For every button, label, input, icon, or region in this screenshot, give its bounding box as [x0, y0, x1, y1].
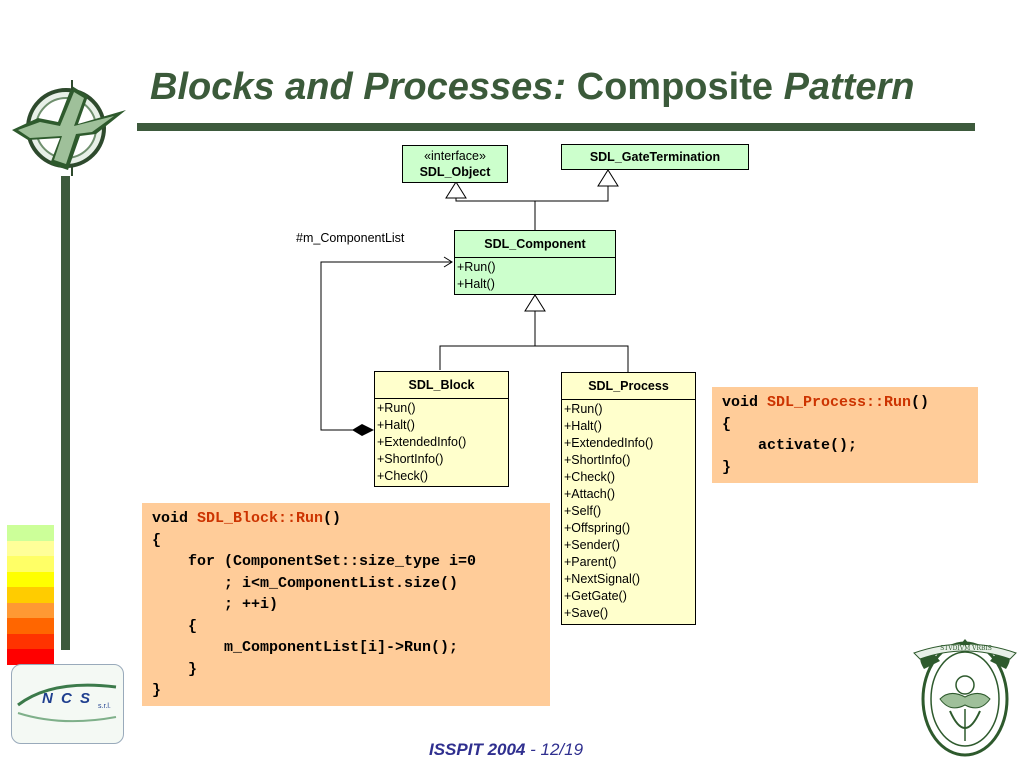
- page-total: 19: [564, 740, 584, 759]
- color-bar: [7, 602, 54, 618]
- university-seal: [913, 639, 1017, 757]
- operation-item: +Halt(): [564, 419, 602, 433]
- stereotype-label: «interface»: [424, 149, 486, 163]
- operation-item: +ShortInfo(): [377, 452, 444, 466]
- page-number: 12: [540, 740, 560, 759]
- color-bar: [7, 525, 54, 541]
- left-rule: [61, 176, 70, 650]
- operation-item: +ShortInfo(): [564, 453, 631, 467]
- color-bar: [7, 540, 54, 556]
- class-name: SDL_Process: [562, 373, 695, 400]
- operation-item: +ExtendedInfo(): [564, 436, 654, 450]
- operation-item: +Parent(): [564, 555, 617, 569]
- operation-item: +Run(): [457, 260, 496, 274]
- color-bar: [7, 556, 54, 572]
- operation-item: +Check(): [377, 469, 429, 483]
- class-name: SDL_Block: [375, 372, 508, 399]
- class-name: SDL_Component: [455, 231, 615, 258]
- ncs-letters: N C S: [42, 690, 93, 707]
- code-block-run: void SDL_Block::Run() { for (ComponentSe…: [142, 503, 550, 706]
- class-sdl-process: SDL_Process +Run() +Halt() +ExtendedInfo()…: [561, 372, 696, 625]
- color-bar: [7, 571, 54, 587]
- color-bar-stack: [7, 525, 54, 665]
- isspit-logo: [12, 80, 126, 176]
- operation-item: +Halt(): [377, 418, 415, 432]
- operation-item: +Offspring(): [564, 521, 631, 535]
- operation-item: +GetGate(): [564, 589, 627, 603]
- operations-list: +Run() +Halt(): [455, 258, 615, 294]
- operations-list: +Run() +Halt() +ExtendedInfo() +ShortInfo()…: [562, 400, 695, 623]
- inherit-arrow-object: [445, 181, 467, 199]
- class-name: SDL_GateTermination: [589, 150, 721, 164]
- operation-item: +Attach(): [564, 487, 616, 501]
- code-process-run: void SDL_Process::Run() { activate(); }: [712, 387, 978, 483]
- operation-item: +Self(): [564, 504, 602, 518]
- operation-item: +Run(): [377, 401, 416, 415]
- operation-item: +Run(): [564, 402, 603, 416]
- ncs-logo: N C S s.r.l.: [11, 664, 124, 744]
- footer-page-info: ISSPIT 2004 - 12/19: [429, 740, 584, 759]
- aggregation-diamond: [352, 424, 374, 436]
- class-name: SDL_Object: [419, 165, 491, 179]
- title-rule: [137, 123, 975, 131]
- seal-motto: STVDIVM VRBIS: [940, 645, 992, 652]
- ncs-suffix: s.r.l.: [98, 703, 111, 710]
- class-sdl-object: «interface» SDL_Object: [402, 145, 508, 183]
- association-label: #m_ComponentList: [296, 231, 405, 245]
- inherit-arrow-component: [524, 294, 546, 312]
- inherit-arrow-gate: [597, 169, 619, 187]
- color-bar: [7, 618, 54, 634]
- operation-item: +Sender(): [564, 538, 620, 552]
- class-sdl-component: SDL_Component +Run() +Halt(): [454, 230, 616, 295]
- operation-item: +Halt(): [457, 277, 495, 291]
- operation-item: +Save(): [564, 606, 609, 620]
- class-sdl-gate-termination: SDL_GateTermination: [561, 144, 749, 170]
- operations-list: +Run() +Halt() +ExtendedInfo() +ShortInfo()…: [375, 399, 508, 486]
- color-bar: [7, 633, 54, 649]
- operation-item: +NextSignal(): [564, 572, 641, 586]
- page-title: Blocks and Processes: Composite Pattern: [150, 66, 915, 108]
- class-sdl-block: SDL_Block +Run() +Halt() +ExtendedInfo() +S…: [374, 371, 509, 487]
- color-bar: [7, 649, 54, 665]
- ncs-logo-swoosh: [17, 683, 117, 723]
- footer-event: ISSPIT 2004: [429, 740, 526, 759]
- operation-item: +ExtendedInfo(): [377, 435, 467, 449]
- color-bar: [7, 587, 54, 603]
- operation-item: +Check(): [564, 470, 616, 484]
